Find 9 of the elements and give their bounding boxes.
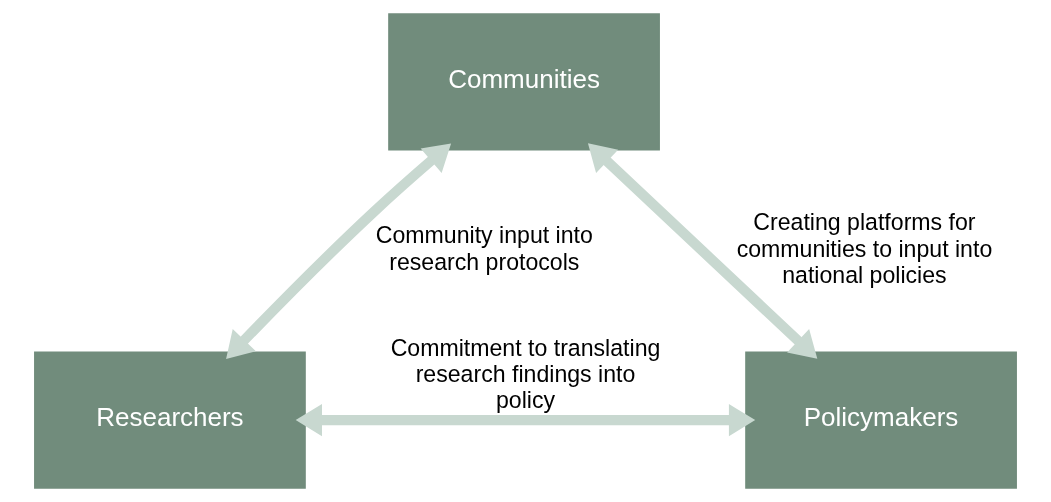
arrow [295, 404, 756, 437]
edge-label: Creating platforms for communities to input into national policies [736, 209, 993, 288]
node-box: Policymakers [745, 351, 1017, 489]
arrow [226, 143, 452, 360]
edge-label: Commitment to translating research findings into policy [390, 335, 661, 414]
node-box: Researchers [34, 351, 306, 489]
node-box: Communities [388, 13, 660, 151]
edge-label: Community input into research protocols [375, 222, 593, 275]
arrow [587, 143, 818, 359]
